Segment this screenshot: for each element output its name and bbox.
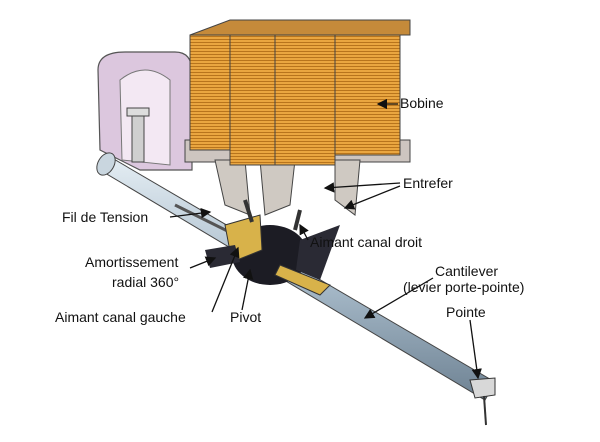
leader-lines bbox=[169, 98, 482, 380]
label-pivot: Pivot bbox=[230, 309, 262, 325]
label-cantilever: Cantilever bbox=[435, 263, 499, 279]
label-levier-porte-pointe: (levier porte-pointe) bbox=[403, 279, 525, 295]
label-pointe: Pointe bbox=[446, 304, 486, 320]
label-aimant-canal-droit: Aimant canal droit bbox=[310, 234, 423, 250]
label-entrefer: Entrefer bbox=[403, 175, 453, 191]
mounting-bracket bbox=[97, 51, 193, 171]
label-radial-360: radial 360° bbox=[112, 274, 180, 290]
coil-block bbox=[189, 19, 411, 166]
label-fil-de-tension: Fil de Tension bbox=[62, 209, 149, 225]
label-amortissement: Amortissement bbox=[85, 254, 179, 270]
stylus-tip bbox=[469, 377, 496, 426]
label-aimant-canal-gauche: Aimant canal gauche bbox=[55, 309, 186, 325]
label-bobine: Bobine bbox=[400, 95, 444, 111]
